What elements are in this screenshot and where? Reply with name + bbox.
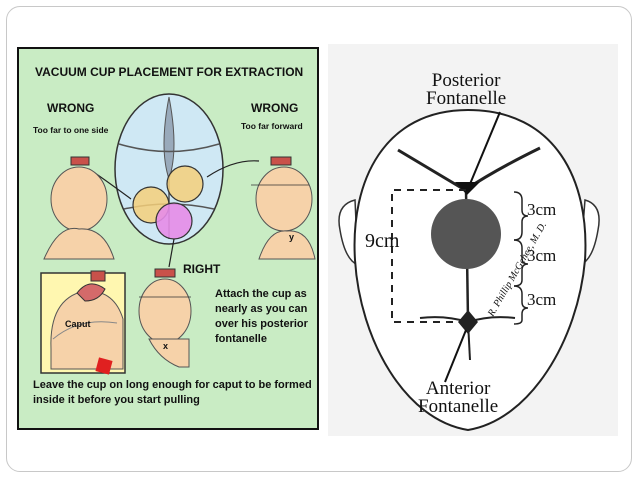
baby-head-right: [251, 156, 316, 260]
baby-head-left: [43, 156, 115, 260]
vacuum-cup-illustration: [40, 93, 316, 375]
arrow-to-right-baby: [206, 160, 260, 178]
page-title: VACUUM CUP PLACEMENT FOR EXTRACTION: [35, 65, 304, 79]
x-label: x: [163, 341, 169, 351]
wrong-left-note: Too far to one side: [33, 125, 109, 135]
right-label: RIGHT: [183, 262, 221, 276]
measure-3cm-middle: 3cm: [527, 246, 557, 265]
posterior-label-line1: Posterior: [431, 70, 501, 91]
anterior-label-line2: Fontanelle: [418, 396, 499, 417]
wrong-right-label: WRONG: [251, 101, 299, 115]
wrong-right-note: Too far forward: [241, 121, 303, 131]
vacuum-cup-diagram: VACUUM CUP PLACEMENT FOR EXTRACTION WRON…: [17, 47, 319, 430]
measure-9cm: 9cm: [365, 230, 400, 252]
cup-position-correct: [155, 202, 193, 240]
baby-head-center: [138, 268, 192, 368]
anterior-fontanelle-label: Anterior Fontanelle: [418, 378, 499, 417]
anterior-label-line1: Anterior: [425, 378, 491, 399]
leave-instruction: Leave the cup on long enough for caput t…: [33, 379, 312, 406]
caput-label: Caput: [65, 319, 91, 329]
posterior-label-line2: Fontanelle: [426, 88, 507, 109]
measure-3cm-bottom: 3cm: [527, 290, 557, 309]
wrong-left-label: WRONG: [47, 101, 95, 115]
caput-inset: [40, 270, 126, 375]
arrow-to-bottom-baby: [168, 238, 175, 268]
attach-instruction: Attach the cup as nearly as you can over…: [215, 288, 308, 345]
posterior-fontanelle-label: Posterior Fontanelle: [426, 70, 507, 109]
measure-3cm-top: 3cm: [527, 200, 557, 219]
caput-red-marker: [95, 357, 113, 375]
y-label: y: [289, 232, 295, 242]
cup-position-forward: [166, 165, 204, 203]
